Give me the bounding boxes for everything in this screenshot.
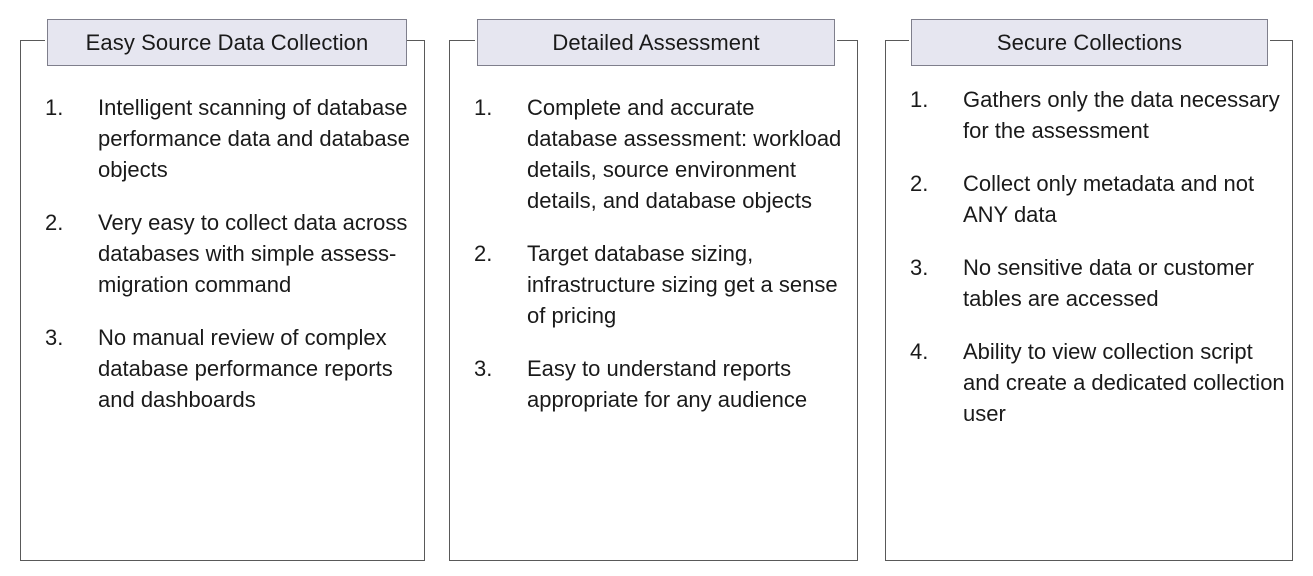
list-item-text: No manual review of complex database per… xyxy=(98,325,393,412)
column-header-detailed-assessment[interactable]: Detailed Assessment xyxy=(477,19,835,66)
list-item: 3. No manual review of complex database … xyxy=(45,322,417,415)
list-item: 4. Ability to view collection script and… xyxy=(910,336,1285,429)
column-group-easy-source-data-collection: Easy Source Data Collection 1. Intellige… xyxy=(20,19,425,561)
list-item-text: Complete and accurate database assessmen… xyxy=(527,95,842,213)
list-item-text: No sensitive data or customer tables are… xyxy=(963,255,1255,311)
list-item-number: 1. xyxy=(45,95,64,120)
column-header-label: Secure Collections xyxy=(996,29,1183,55)
list-item-number: 3. xyxy=(910,255,929,280)
list-item-text: Easy to understand reports appropriate f… xyxy=(527,356,808,412)
list-item: 2. Target database sizing, infrastructur… xyxy=(474,238,850,331)
list-item-text: Gathers only the data necessary for the … xyxy=(963,87,1280,143)
column-header-label: Detailed Assessment xyxy=(552,29,760,55)
list-item-text: Collect only metadata and not ANY data xyxy=(963,171,1255,227)
list-item-number: 4. xyxy=(910,339,929,364)
column-header-label: Easy Source Data Collection xyxy=(85,29,369,55)
list-item: 3. Easy to understand reports appropriat… xyxy=(474,353,850,415)
column-group-secure-collections: Secure Collections 1. Gathers only the d… xyxy=(885,19,1293,561)
column-list: 1. Gathers only the data necessary for t… xyxy=(885,40,1293,429)
list-item: 3. No sensitive data or customer tables … xyxy=(910,252,1285,314)
column-header-easy-source-data-collection[interactable]: Easy Source Data Collection xyxy=(47,19,407,66)
list-item-text: Ability to view collection script and cr… xyxy=(963,339,1285,426)
list-item-text: Very easy to collect data across databas… xyxy=(98,210,408,297)
list-item-number: 3. xyxy=(474,356,493,381)
column-header-secure-collections[interactable]: Secure Collections xyxy=(911,19,1268,66)
list-item-text: Target database sizing, infrastructure s… xyxy=(527,241,838,328)
column-list: 1. Intelligent scanning of database perf… xyxy=(20,40,425,415)
column-list: 1. Complete and accurate database assess… xyxy=(449,40,858,415)
list-item: 1. Gathers only the data necessary for t… xyxy=(910,84,1285,146)
list-item: 1. Complete and accurate database assess… xyxy=(474,92,850,216)
list-item-number: 3. xyxy=(45,325,64,350)
list-item-number: 1. xyxy=(474,95,493,120)
list-item: 1. Intelligent scanning of database perf… xyxy=(45,92,417,185)
list-item-text: Intelligent scanning of database perform… xyxy=(98,95,410,182)
list-item-number: 1. xyxy=(910,87,929,112)
list-item-number: 2. xyxy=(910,171,929,196)
list-item-number: 2. xyxy=(45,210,64,235)
list-item-number: 2. xyxy=(474,241,493,266)
column-group-detailed-assessment: Detailed Assessment 1. Complete and accu… xyxy=(449,19,858,561)
list-item: 2. Very easy to collect data across data… xyxy=(45,207,417,300)
list-item: 2. Collect only metadata and not ANY dat… xyxy=(910,168,1285,230)
